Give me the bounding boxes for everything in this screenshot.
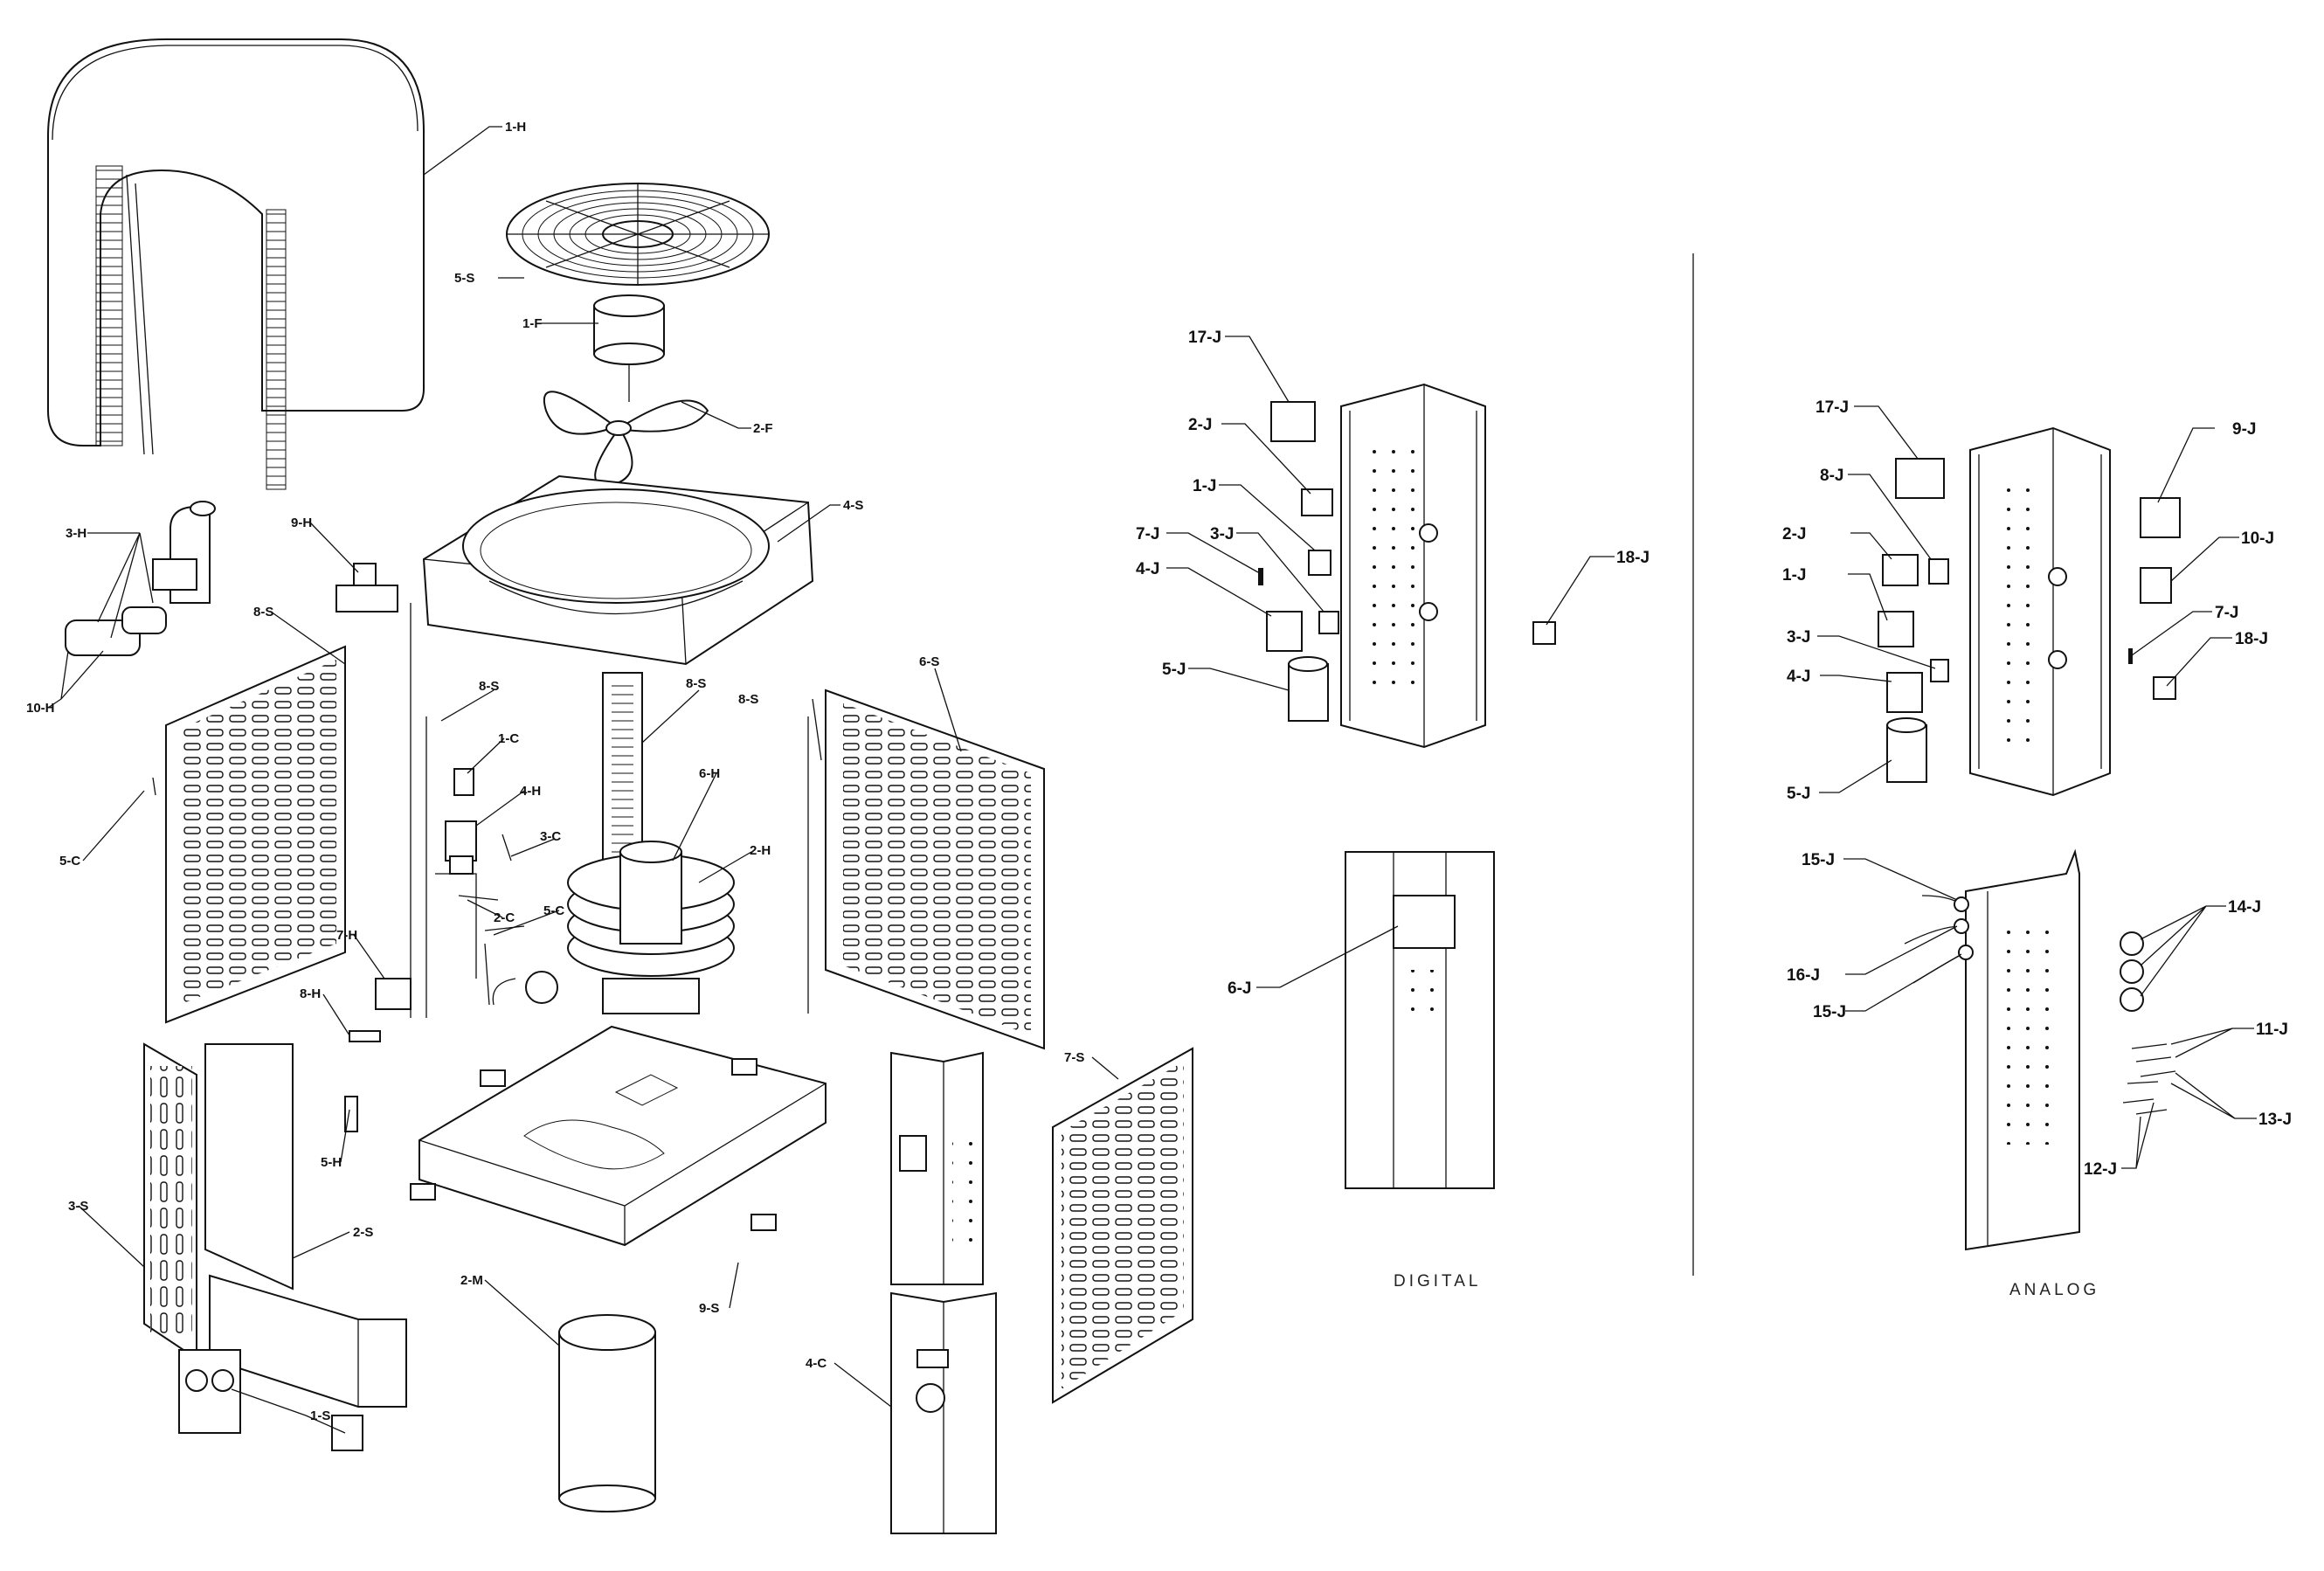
label-2c: 2-C: [494, 910, 515, 925]
digital-label-6j: 6-J: [1228, 979, 1251, 998]
label-2h: 2-H: [750, 843, 771, 858]
label-1f: 1-F: [522, 316, 543, 331]
label-9s: 9-S: [699, 1301, 719, 1316]
label-10h: 10-H: [26, 701, 55, 716]
analog-label-7j: 7-J: [2215, 604, 2238, 622]
center-column: [602, 672, 643, 875]
analog-panel: [1878, 426, 2181, 1251]
digital-label-17j: 17-J: [1188, 329, 1221, 347]
top-panel-4s: [422, 474, 814, 666]
digital-label-2j: 2-J: [1188, 416, 1212, 434]
digital-panel: [1258, 383, 1556, 1189]
analog-label-2j: 2-J: [1782, 525, 1806, 543]
digital-label-3j: 3-J: [1210, 525, 1234, 543]
fan-grill-5s: [506, 183, 770, 286]
side-panel-right: [825, 689, 1045, 1050]
label-8s-b: 8-S: [479, 679, 499, 694]
base-pan: [410, 1025, 827, 1247]
analog-label-13j: 13-J: [2258, 1111, 2292, 1129]
analog-label-14j: 14-J: [2228, 898, 2261, 917]
digital-label-1j: 1-J: [1193, 477, 1216, 495]
label-2f: 2-F: [753, 421, 773, 436]
digital-label-18j: 18-J: [1616, 549, 1650, 567]
label-8s-a: 8-S: [253, 605, 273, 619]
label-1c: 1-C: [498, 731, 519, 746]
label-8h: 8-H: [300, 986, 321, 1001]
fan-motor-1f: [593, 294, 665, 402]
analog-label-8j: 8-J: [1820, 467, 1843, 485]
analog-label-10j: 10-J: [2241, 529, 2274, 548]
label-4c: 4-C: [806, 1356, 827, 1371]
control-box-4c: [890, 1051, 997, 1534]
analog-label-4j: 4-J: [1787, 668, 1810, 686]
coil-wrap-1h: [47, 38, 425, 490]
label-5s: 5-S: [454, 271, 474, 286]
compressor-coil-2h: [492, 841, 735, 1014]
service-panel-1s: [178, 1274, 407, 1451]
label-5h: 5-H: [321, 1155, 342, 1170]
analog-leaders: [1817, 405, 2257, 1169]
label-1h: 1-H: [505, 120, 526, 135]
digital-labels: 17-J 2-J 1-J 7-J 3-J 4-J 5-J 18-J 6-J: [1136, 329, 1650, 998]
label-7h: 7-H: [336, 928, 357, 943]
analog-label-15j-a: 15-J: [1802, 851, 1835, 869]
left-leaders: [47, 126, 1119, 1434]
small-parts: [152, 603, 809, 1132]
front-panel-7s: [1052, 1047, 1193, 1404]
analog-label-11j: 11-J: [2256, 1021, 2288, 1039]
rear-panel-3s: [143, 1042, 197, 1360]
label-5c-a: 5-C: [59, 854, 80, 869]
label-3c: 3-C: [540, 829, 561, 844]
label-7s: 7-S: [1064, 1050, 1084, 1065]
analog-label-3j: 3-J: [1787, 628, 1810, 647]
label-8s-d: 8-S: [738, 692, 758, 707]
analog-label-1j: 1-J: [1782, 566, 1806, 585]
analog-label-5j: 5-J: [1787, 785, 1810, 803]
label-6s: 6-S: [919, 654, 939, 669]
label-8s-c: 8-S: [686, 676, 706, 691]
analog-caption: ANALOG: [2009, 1281, 2099, 1299]
digital-label-7j: 7-J: [1136, 525, 1159, 543]
left-labels: 1-H 5-S 1-F 2-F 4-S 3-H 9-H 10-H 8-S 8-S…: [26, 120, 1084, 1423]
analog-label-12j: 12-J: [2084, 1160, 2117, 1179]
label-4s: 4-S: [843, 498, 863, 513]
label-9h: 9-H: [291, 516, 312, 530]
pipe-fittings-3h: [65, 501, 216, 656]
valve-9h: [335, 563, 398, 612]
label-2s: 2-S: [353, 1225, 373, 1240]
analog-label-16j: 16-J: [1787, 966, 1820, 985]
label-5c-b: 5-C: [543, 903, 564, 918]
tank-2m: [558, 1314, 656, 1512]
label-2m: 2-M: [460, 1273, 483, 1288]
digital-caption: DIGITAL: [1394, 1272, 1482, 1291]
analog-label-17j: 17-J: [1816, 398, 1849, 417]
label-3s: 3-S: [68, 1199, 88, 1214]
label-6h: 6-H: [699, 766, 720, 781]
analog-label-15j-b: 15-J: [1813, 1003, 1846, 1021]
fan-blade-2f: [543, 391, 709, 487]
analog-label-18j: 18-J: [2235, 630, 2268, 648]
label-1s: 1-S: [310, 1408, 330, 1423]
digital-label-4j: 4-J: [1136, 560, 1159, 578]
side-panel-left: [165, 645, 346, 1024]
digital-leaders: [1166, 336, 1615, 988]
label-3h: 3-H: [66, 526, 86, 541]
label-4h: 4-H: [520, 784, 541, 799]
analog-labels: 17-J 9-J 8-J 2-J 10-J 1-J 7-J 18-J 3-J 4…: [1782, 398, 2292, 1179]
flat-panel-2s: [204, 1043, 294, 1291]
analog-label-9j: 9-J: [2232, 420, 2256, 439]
digital-label-5j: 5-J: [1162, 661, 1186, 679]
